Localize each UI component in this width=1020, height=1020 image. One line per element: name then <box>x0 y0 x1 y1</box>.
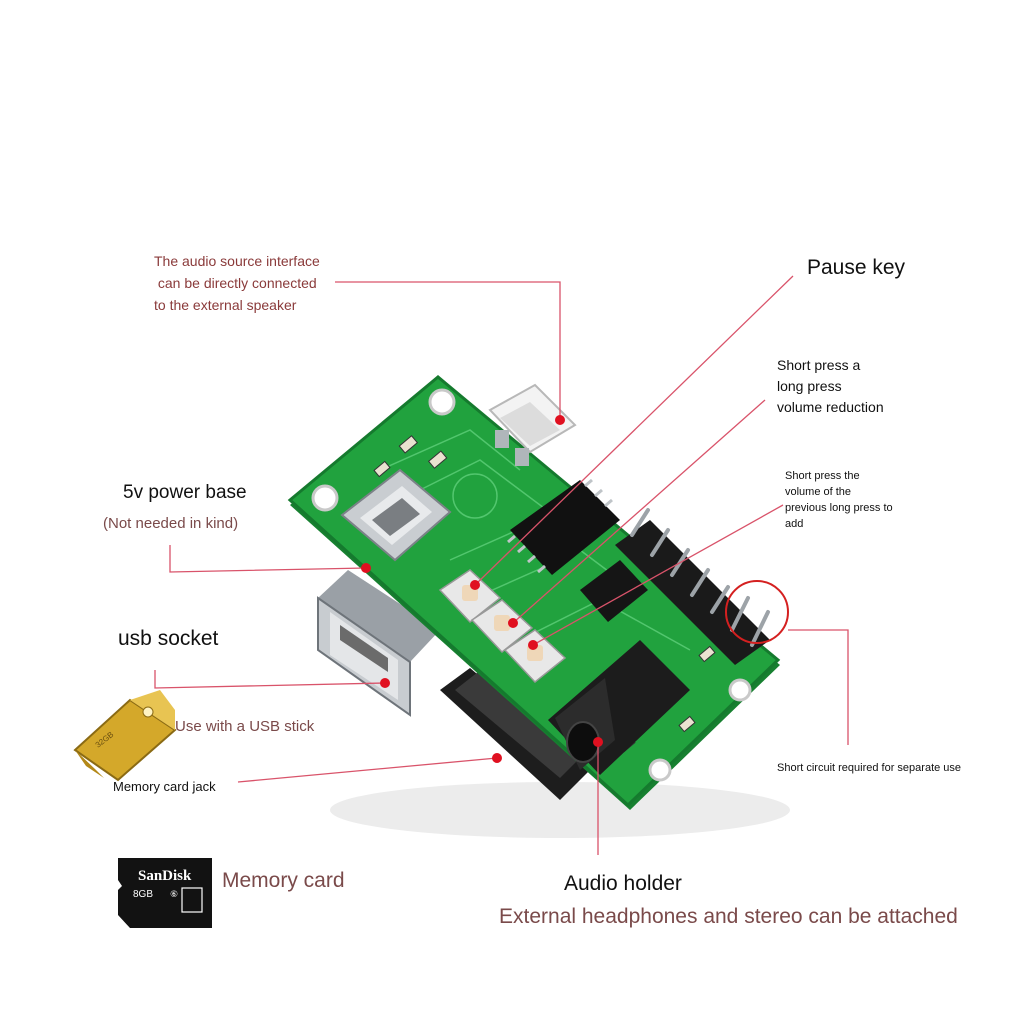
label-audio-holder: Audio holder <box>564 872 682 895</box>
label-memory-card: Memory card <box>222 869 345 892</box>
memory-card-slot <box>440 668 590 800</box>
label-memory-card-jack: Memory card jack <box>113 779 216 794</box>
label-pause-key: Pause key <box>807 256 906 279</box>
sd-capacity: 8GB <box>133 889 153 900</box>
label-short-circuit: Short circuit required for separate use <box>777 762 962 774</box>
sd-card-image: SanDisk 8GB ⑥ <box>118 858 212 928</box>
short-circuit-highlight <box>725 580 789 644</box>
pcb-board <box>287 375 781 810</box>
label-usb-socket: usb socket <box>118 627 219 650</box>
callout-lines <box>154 275 849 855</box>
label-use-with-usb: Use with a USB stick <box>175 718 315 735</box>
usb-stick-image: 32GB <box>73 690 177 782</box>
label-short-press-a: Short press a long press volume reductio… <box>777 357 884 415</box>
label-short-press-the: Short press the volume of the previous l… <box>785 470 893 530</box>
label-power-base-note: (Not needed in kind) <box>103 515 239 532</box>
callout-dots <box>361 415 603 763</box>
label-audio-holder-note: External headphones and stereo can be at… <box>499 905 958 928</box>
svg-text:⑥: ⑥ <box>170 889 178 899</box>
label-audio-source: The audio source interface can be direct… <box>154 253 320 313</box>
label-power-base: 5v power base <box>123 482 247 503</box>
sd-brand: SanDisk <box>138 868 192 884</box>
